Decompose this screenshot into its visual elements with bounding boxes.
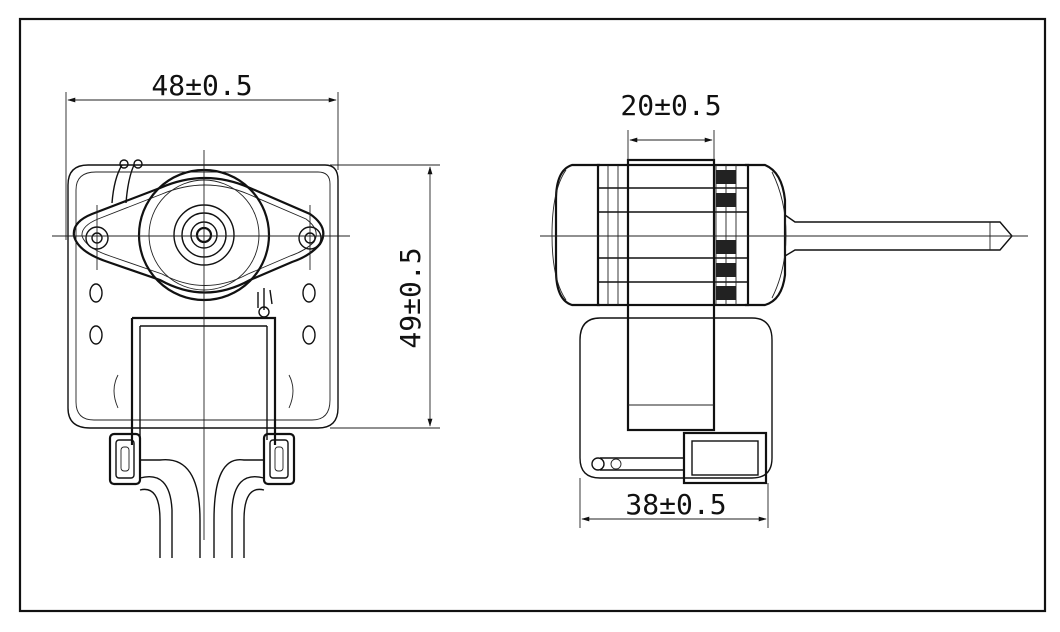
front-width-dimension: 48±0.5 <box>151 69 252 102</box>
motor-shaft <box>784 214 1013 257</box>
side-view: 20±0.5 38±0.5 <box>540 89 1028 528</box>
front-view: 48±0.5 49±0.5 <box>52 69 440 558</box>
lead-wires-top <box>111 159 143 204</box>
stator-core <box>113 316 294 445</box>
drawing-frame <box>18 17 1047 613</box>
side-total-width-dimension: 38±0.5 <box>625 488 726 521</box>
side-core-width-dimension: 20±0.5 <box>620 89 721 122</box>
front-height-dimension: 49±0.5 <box>394 247 427 348</box>
motor-flange <box>72 176 325 294</box>
side-stator-band <box>626 158 716 432</box>
terminal-block <box>591 431 768 485</box>
coil-clip-left <box>108 432 142 486</box>
lamination-lines <box>598 165 748 305</box>
coil-clip-right <box>262 432 296 486</box>
lead-wires-bottom <box>139 459 265 558</box>
